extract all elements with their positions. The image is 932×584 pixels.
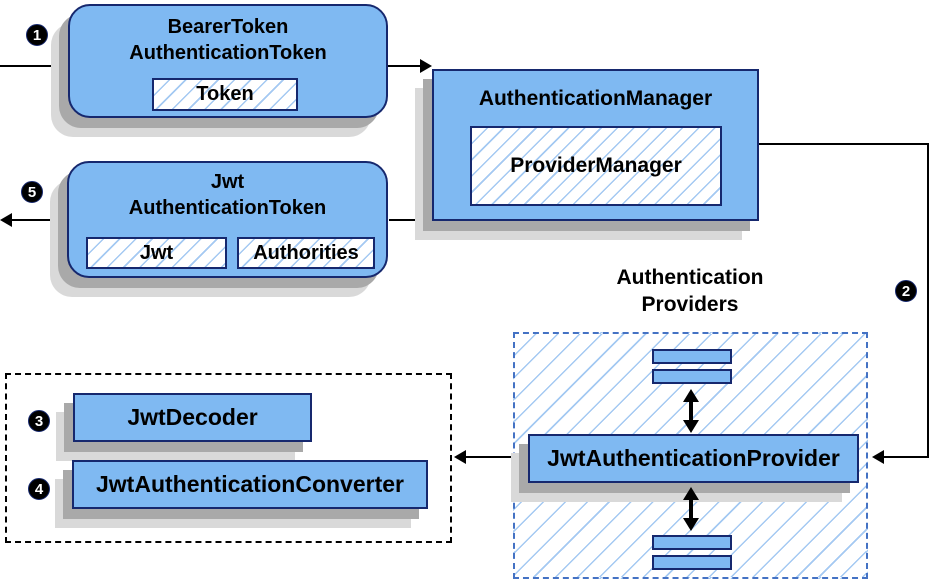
node-title: BearerToken AuthenticationToken: [70, 6, 386, 66]
bearer-to-manager-line: [388, 65, 422, 67]
label-line1: Authentication: [616, 266, 764, 289]
jwt-field: Jwt: [86, 237, 227, 269]
jwt-authentication-provider-node: JwtAuthenticationProvider: [528, 434, 859, 483]
token-field: Token: [152, 78, 298, 111]
arrow-right-icon: [420, 59, 432, 73]
jwt-authentication-converter-node: JwtAuthenticationConverter: [72, 460, 428, 509]
jwt-authentication-token-node: Jwt AuthenticationToken Jwt Authorities: [67, 161, 388, 278]
node-title-line1: BearerToken: [167, 16, 289, 38]
authentication-providers-label: Authentication Providers: [555, 264, 825, 318]
double-arrow-stem: [689, 498, 693, 519]
incoming-request-line: [0, 65, 68, 67]
provider-stub-bar: [652, 535, 732, 550]
bearer-token-authentication-token-node: BearerToken AuthenticationToken Token: [68, 4, 388, 118]
right-vertical-line: [927, 143, 929, 458]
arrow-down-icon: [683, 518, 699, 531]
outgoing-response-line: [12, 219, 67, 221]
jwt-decoder-node: JwtDecoder: [73, 393, 312, 442]
node-title: AuthenticationManager: [478, 87, 713, 110]
node-title-line1: Jwt: [210, 171, 245, 193]
step-5-badge: 5: [21, 181, 43, 203]
step-1-badge: 1: [26, 24, 48, 46]
arrow-left-icon: [0, 213, 12, 227]
provider-stub-bar: [652, 369, 732, 384]
provider-stub-bar: [652, 349, 732, 364]
arrow-up-icon: [683, 487, 699, 500]
manager-to-jwt-token-line: [389, 219, 433, 221]
arrow-left-icon: [872, 450, 884, 464]
manager-out-line: [759, 143, 929, 145]
node-title: Jwt AuthenticationToken: [69, 163, 386, 221]
provider-to-decoder-line: [466, 456, 528, 458]
step-4-badge: 4: [28, 478, 50, 500]
node-title-line2: AuthenticationToken: [128, 197, 327, 219]
provider-manager-field: ProviderManager: [470, 126, 722, 206]
double-arrow-stem: [689, 400, 693, 421]
decoder-converter-container: [5, 373, 452, 543]
step-2-badge: 2: [895, 280, 917, 302]
label-line2: Providers: [641, 293, 739, 316]
provider-stub-bar: [652, 555, 732, 570]
node-title-line2: AuthenticationToken: [129, 42, 327, 64]
arrow-down-icon: [683, 420, 699, 433]
step-3-badge: 3: [28, 410, 50, 432]
authorities-field: Authorities: [237, 237, 375, 269]
authentication-manager-node: AuthenticationManager ProviderManager: [432, 69, 759, 221]
arrow-up-icon: [683, 389, 699, 402]
into-provider-line: [884, 456, 929, 458]
arrow-left-icon: [454, 450, 466, 464]
